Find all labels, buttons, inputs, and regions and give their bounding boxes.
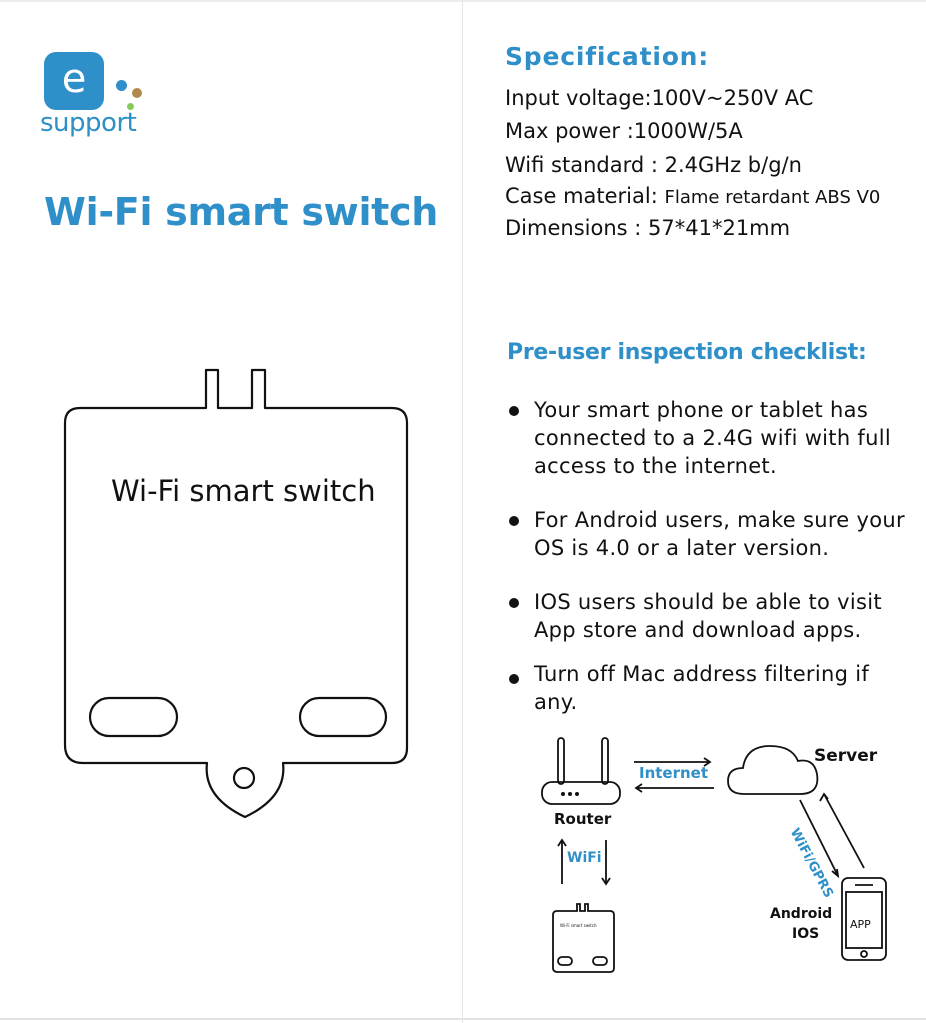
router-antenna-left xyxy=(557,737,565,785)
diagram-lines xyxy=(541,737,887,973)
spec-label: Wifi standard xyxy=(505,153,651,177)
app-label: APP xyxy=(850,918,871,931)
spec-separator: : xyxy=(627,216,649,240)
logo-dot-green xyxy=(127,103,134,110)
logo-square-icon: e xyxy=(44,52,104,110)
specification-heading: Specification: xyxy=(505,42,710,71)
spec-row-case-material: Case material: Flame retardant ABS V0 xyxy=(505,184,880,208)
spec-value: 1000W/5A xyxy=(633,119,743,143)
router-antenna-right xyxy=(601,737,609,785)
spec-separator: : xyxy=(650,153,665,177)
page-bottom-edge xyxy=(0,1018,926,1020)
android-label: Android xyxy=(770,906,833,922)
spec-value: Flame retardant ABS V0 xyxy=(664,187,881,208)
spec-separator: : xyxy=(644,86,652,110)
wifi-label: WiFi xyxy=(567,850,602,866)
spec-value: 100V~250V AC xyxy=(651,86,814,110)
checklist-item-text: Turn off Mac address filtering if any. xyxy=(534,662,870,714)
spec-label: Max power xyxy=(505,119,627,143)
page-fold-line xyxy=(462,0,463,1023)
connection-diagram: Internet Server Router WiFi WiFi/GPRS An… xyxy=(530,728,900,988)
device-label: Wi-Fi smart switch xyxy=(111,474,376,508)
router-icon xyxy=(541,781,621,805)
logo-letter: e xyxy=(61,56,87,102)
spec-label: Input voltage xyxy=(505,86,645,110)
page-title: Wi-Fi smart switch xyxy=(44,190,439,234)
checklist-item-text: Your smart phone or tablet has connected… xyxy=(534,398,891,478)
smartphone-icon xyxy=(841,877,887,961)
logo-dot-gold xyxy=(132,88,142,98)
spec-separator: : xyxy=(626,119,634,143)
server-label: Server xyxy=(814,746,878,766)
logo-dot-blue xyxy=(116,80,127,91)
spec-row-max-power: Max power :1000W/5A xyxy=(505,119,743,143)
ios-label: IOS xyxy=(792,926,820,942)
spec-label: Case material xyxy=(505,184,651,208)
smart-switch-outline-illustration xyxy=(63,368,409,819)
spec-row-input-voltage: Input voltage:100V~250V AC xyxy=(505,86,813,110)
router-label: Router xyxy=(554,810,612,828)
cloud-icon xyxy=(727,745,819,795)
spec-value: 57*41*21mm xyxy=(648,216,791,240)
checklist-item-text: IOS users should be able to visit App st… xyxy=(534,590,882,642)
logo-text: support xyxy=(40,108,137,138)
internet-label: Internet xyxy=(639,764,709,782)
checklist-item-text: For Android users, make sure your OS is … xyxy=(534,508,905,560)
bullet-icon xyxy=(509,516,519,526)
bullet-icon xyxy=(509,674,519,684)
spec-separator: : xyxy=(650,184,665,208)
spec-row-wifi-standard: Wifi standard : 2.4GHz b/g/n xyxy=(505,153,802,177)
spec-value: 2.4GHz b/g/n xyxy=(664,153,802,177)
page-top-edge xyxy=(0,0,926,2)
bullet-icon xyxy=(509,406,519,416)
mini-switch-label: Wi-Fi smart switch xyxy=(560,923,597,928)
checklist-heading: Pre-user inspection checklist: xyxy=(507,340,867,365)
spec-row-dimensions: Dimensions : 57*41*21mm xyxy=(505,216,790,240)
mini-switch-icon xyxy=(552,903,615,973)
bullet-icon xyxy=(509,598,519,608)
spec-label: Dimensions xyxy=(505,216,628,240)
